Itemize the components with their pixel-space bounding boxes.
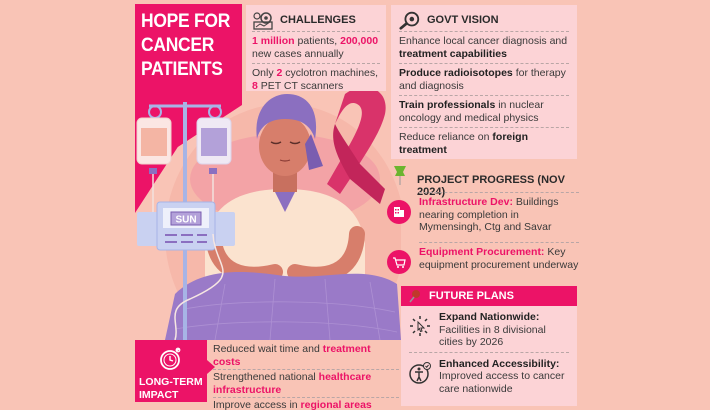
text: Reduced wait time and — [213, 343, 323, 355]
pin-icon — [409, 290, 420, 303]
patient-illustration: SUN — [136, 86, 401, 340]
highlight-text: regional areas — [300, 399, 372, 410]
stopwatch-icon — [160, 347, 181, 370]
infusion-pump-icon: SUN — [137, 201, 235, 251]
section-heading: FUTURE PLANS — [429, 290, 514, 302]
impact-item: Improve access in regional areas — [213, 397, 399, 410]
text: Enhance local cancer diagnosis and — [399, 35, 568, 47]
bold-text: treatment capabilities — [399, 47, 507, 60]
text: for therapy and diagnosis — [399, 67, 566, 92]
cancer-ribbon-icon — [327, 86, 386, 204]
future-plans-card: FUTURE PLANS Expand Nationwide:Facilitie… — [401, 286, 577, 406]
highlight-text: Equipment Procurement: — [419, 246, 545, 258]
challenge-item: Only 2 cyclotron machines, 8 PET CT scan… — [252, 63, 380, 95]
highlight-text: Infrastructure Dev: — [419, 196, 513, 208]
cart-icon — [387, 250, 411, 274]
text: Buildings nearing completion in Mymensin… — [419, 196, 559, 233]
text: new cases annually — [252, 47, 344, 60]
infographic: SUN HOPE FOR CANCER PATIENTS CHALLENGES … — [135, 4, 583, 410]
text: cyclotron machines, — [282, 67, 379, 79]
buildings-icon — [387, 200, 411, 224]
text: Strengthened national — [213, 371, 319, 383]
title-line: HOPE FOR — [141, 11, 231, 32]
highlight-text: healthcare infrastructure — [213, 371, 372, 396]
text: PET CT scanners — [257, 79, 344, 92]
svg-text:SUN: SUN — [175, 215, 196, 226]
pushpin-icon — [394, 166, 406, 185]
impact-item: Reduced wait time and treatment costs — [213, 342, 399, 369]
future-plans-header: FUTURE PLANS — [401, 286, 577, 306]
vision-item: Produce radioisotopes for therapy and di… — [399, 63, 569, 95]
text: Key equipment procurement underway — [419, 246, 579, 271]
iv-bag-icon — [136, 117, 172, 234]
impact-list: Reduced wait time and treatment costs St… — [213, 342, 399, 410]
progress-item: Infrastructure Dev: Buildings nearing co… — [387, 192, 583, 234]
govt-vision-header: GOVT VISION — [399, 9, 569, 31]
future-plan-item: Enhanced Accessibility:Improved access t… — [401, 353, 577, 399]
text: Only — [252, 67, 277, 79]
long-term-impact-label: LONG-TERM IMPACT — [135, 340, 207, 402]
text: Reduce reliance on — [399, 131, 493, 143]
bold-text: foreign treatment — [399, 131, 528, 156]
challenges-header: CHALLENGES — [252, 9, 380, 31]
vision-item: Enhance local cancer diagnosis and treat… — [399, 31, 569, 63]
bold-text: Produce radioisotopes — [399, 67, 513, 79]
section-heading: CHALLENGES — [280, 14, 356, 26]
label-line: IMPACT — [139, 388, 179, 401]
plan-title: Enhanced Accessibility: — [439, 357, 560, 370]
title-line: CANCER — [141, 35, 215, 56]
magnifier-eye-icon — [399, 10, 421, 30]
gears-chart-icon — [252, 10, 274, 30]
highlight-text: 2 — [276, 67, 283, 79]
progress-item: Equipment Procurement: Key equipment pro… — [387, 242, 583, 274]
plan-text: Improved access to cancer care nationwid… — [439, 370, 565, 395]
plan-text: Facilities in 8 divisional cities by 202… — [439, 323, 546, 349]
vision-item: Reduce reliance on foreign treatment — [399, 127, 569, 159]
impact-item: Strengthened national healthcare infrast… — [213, 369, 399, 397]
highlight-text: 8 — [252, 79, 258, 92]
title-line: PATIENTS — [141, 59, 223, 80]
highlight-text: 1 million — [252, 35, 295, 47]
challenge-item: 1 million patients, 200,000 new cases an… — [252, 31, 380, 63]
section-heading: GOVT VISION — [427, 14, 499, 26]
project-progress-section: PROJECT PROGRESS (NOV 2024) Infrastructu… — [387, 164, 583, 284]
text: patients, — [294, 35, 341, 47]
divider — [409, 351, 569, 353]
challenges-card: CHALLENGES 1 million patients, 200,000 n… — [246, 5, 386, 92]
highlight-text: treatment costs — [213, 343, 371, 368]
text: in nuclear oncology and medical physics — [399, 99, 544, 124]
page-title: HOPE FOR CANCER PATIENTS — [135, 4, 242, 93]
text: Improve access in — [213, 399, 301, 410]
arrow-pointer — [207, 360, 215, 374]
highlight-text: 200,000 — [340, 35, 379, 47]
govt-vision-card: GOVT VISION Enhance local cancer diagnos… — [391, 5, 577, 159]
label-line: LONG-TERM — [139, 376, 203, 388]
bold-text: Train professionals — [399, 99, 496, 111]
future-plan-item: Expand Nationwide:Facilities in 8 divisi… — [401, 306, 577, 352]
plan-title: Expand Nationwide: — [439, 311, 540, 323]
accessibility-icon — [407, 358, 433, 388]
expand-cursor-icon — [407, 311, 433, 341]
vision-item: Train professionals in nuclear oncology … — [399, 95, 569, 127]
